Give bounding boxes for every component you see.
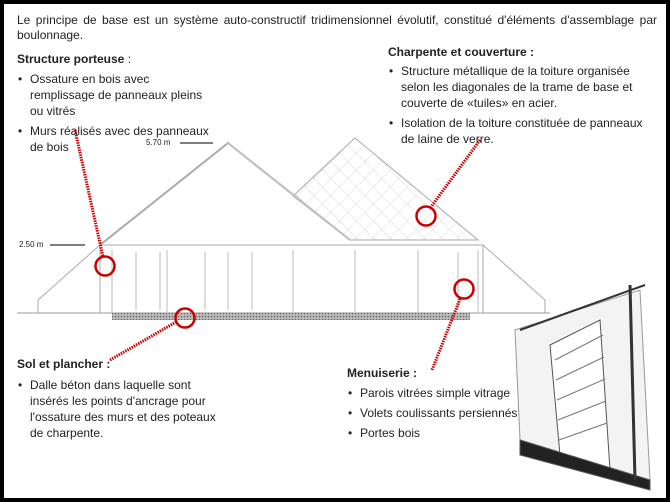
eave-height-label: 2.50 m bbox=[19, 240, 44, 249]
list-item-text: Parois vitrées simple vitrage bbox=[360, 386, 511, 400]
menuiserie-section: Menuiserie : Parois vitrées simple vitra… bbox=[347, 365, 537, 445]
list-item-text: Ossature en bois avec remplissage de pan… bbox=[30, 72, 203, 118]
list-item: Ossature en bois avec remplissage de pan… bbox=[17, 71, 217, 119]
list-item-text: Structure métallique de la toiture organ… bbox=[401, 64, 633, 110]
intro-text: Le principe de base est un système auto-… bbox=[17, 13, 657, 42]
sol-title: Sol et plancher : bbox=[17, 357, 111, 371]
list-item: Volets coulissants persiennés bbox=[347, 405, 537, 421]
callout-circle-roof bbox=[415, 205, 437, 227]
structure-title-suffix: : bbox=[124, 52, 132, 66]
callout-circle-walls bbox=[94, 255, 116, 277]
menuiserie-title: Menuiserie : bbox=[347, 366, 418, 380]
list-item-text: Portes bois bbox=[360, 426, 421, 440]
callouts bbox=[73, 129, 482, 371]
list-item: Parois vitrées simple vitrage bbox=[347, 385, 537, 401]
list-item-text: Volets coulissants persiennés bbox=[360, 406, 518, 420]
list-item: Portes bois bbox=[347, 425, 537, 441]
structure-title: Structure porteuse bbox=[17, 52, 125, 66]
list-item: Murs réalisés avec des panneaux de bois bbox=[17, 123, 217, 155]
charpente-title: Charpente et couverture : bbox=[388, 45, 535, 59]
list-item: Structure métallique de la toiture organ… bbox=[388, 63, 658, 111]
callout-circle-joinery bbox=[453, 278, 475, 300]
structure-section: Structure porteuse : Ossature en bois av… bbox=[17, 51, 217, 159]
shutter-sketch bbox=[514, 284, 651, 491]
wall bbox=[99, 244, 484, 314]
charpente-section: Charpente et couverture : Structure méta… bbox=[388, 44, 658, 151]
list-item: Isolation de la toiture constituée de pa… bbox=[388, 115, 658, 147]
sol-section: Sol et plancher : Dalle béton dans laque… bbox=[17, 356, 232, 445]
list-item-text: Murs réalisés avec des panneaux de bois bbox=[30, 124, 209, 154]
list-item-text: Isolation de la toiture constituée de pa… bbox=[401, 116, 643, 146]
steel-roof bbox=[292, 137, 480, 241]
list-item: Dalle béton dans laquelle sont insérés l… bbox=[17, 377, 232, 441]
callout-circle-floor bbox=[174, 307, 196, 329]
list-item-text: Dalle béton dans laquelle sont insérés l… bbox=[30, 378, 216, 440]
concrete-slab bbox=[112, 313, 470, 320]
